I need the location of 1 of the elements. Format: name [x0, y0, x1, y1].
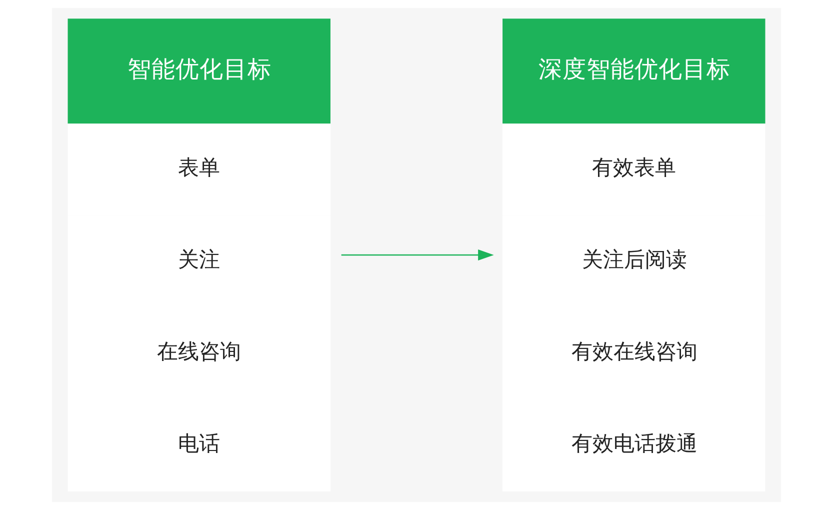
arrow	[340, 249, 494, 261]
